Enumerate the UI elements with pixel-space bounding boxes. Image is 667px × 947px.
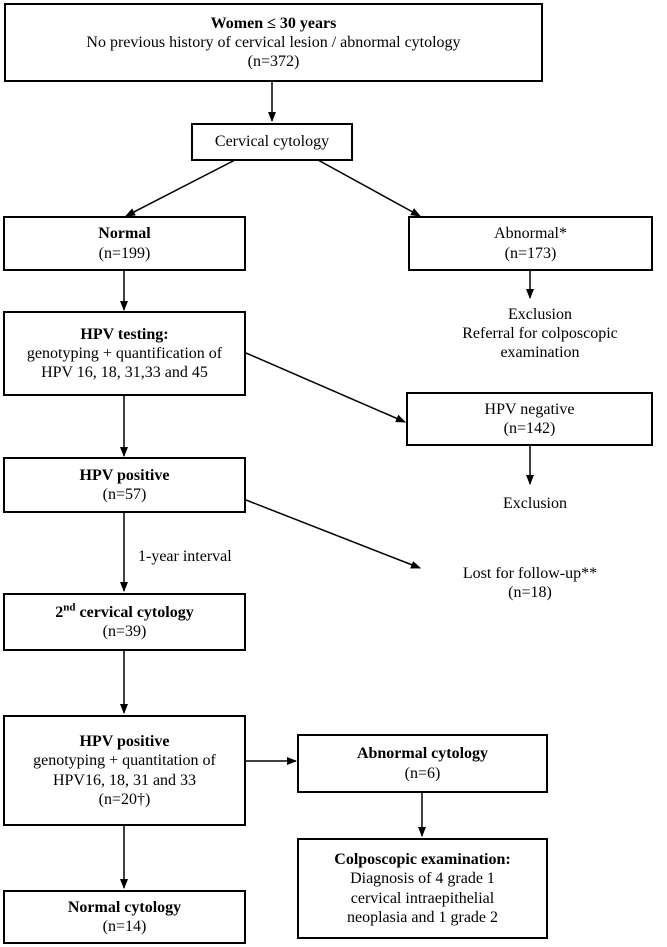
second-cytology-count: (n=39) — [102, 623, 147, 640]
interval-text: 1-year interval — [138, 548, 232, 565]
hpv-positive-title: HPV positive — [79, 466, 170, 484]
examination-label: examination — [500, 344, 580, 362]
hpv-positive2-line1: genotyping + quantitation of — [33, 752, 216, 770]
abnormal-cytology-count: (n=6) — [404, 764, 441, 782]
exclusion-text-2: Exclusion — [475, 494, 595, 513]
normal-cytology-count: (n=14) — [102, 918, 147, 935]
hpv-testing-line2: HPV 16, 18, 31,33 and 45 — [41, 364, 208, 382]
box-hpv-positive-2: HPV positive genotyping + quantitation o… — [3, 715, 246, 826]
abnormal-cytology-title: Abnormal cytology — [356, 745, 489, 763]
hpv-testing-line1: genotyping + quantification of — [26, 344, 223, 362]
interval-label: 1-year interval — [138, 547, 232, 566]
box-abnormal-cytology: Abnormal cytology (n=6) — [297, 734, 548, 793]
hpv-testing-title: HPV testing: — [80, 325, 169, 343]
box-hpv-testing: HPV testing: genotyping + quantification… — [3, 311, 246, 396]
second-cytology-title: 2nd cervical cytology — [55, 601, 194, 621]
box-second-cytology: 2nd cervical cytology (n=39) — [3, 593, 246, 651]
box-cervical-cytology: Cervical cytology — [191, 123, 353, 161]
normal-title: Normal — [98, 225, 151, 243]
hpv-positive2-count: (n=20†) — [98, 790, 151, 808]
colposcopic-line2: cervical intraepithelial — [350, 889, 495, 907]
colposcopic-title: Colposcopic examination: — [334, 851, 511, 869]
arrow-hpvpositive-to-lost — [245, 499, 421, 569]
hpv-positive-count: (n=57) — [102, 486, 147, 503]
box-colposcopic: Colposcopic examination: Diagnosis of 4 … — [297, 838, 548, 939]
box-normal-cytology: Normal cytology (n=14) — [3, 890, 246, 944]
arrow-cytology-to-normal — [125, 159, 236, 217]
women-count: (n=372) — [247, 53, 300, 71]
hpv-negative-count: (n=142) — [503, 420, 556, 437]
normal-cytology-title: Normal cytology — [67, 898, 182, 916]
women-title: Women ≤ 30 years — [210, 14, 337, 32]
colposcopic-line1: Diagnosis of 4 grade 1 — [350, 870, 495, 888]
hpv-negative-label: HPV negative — [484, 400, 575, 418]
lost-count: (n=18) — [508, 584, 552, 602]
referral-label: Referral for colposcopic — [462, 325, 618, 343]
box-normal: Normal (n=199) — [3, 216, 246, 271]
exclusion2-label: Exclusion — [503, 495, 567, 512]
box-abnormal: Abnormal* (n=173) — [408, 216, 653, 271]
colposcopic-line3: neoplasia and 1 grade 2 — [346, 908, 499, 926]
normal-count: (n=199) — [98, 244, 151, 262]
box-women: Women ≤ 30 years No previous history of … — [4, 3, 543, 82]
box-hpv-positive: HPV positive (n=57) — [3, 457, 246, 513]
arrow-cytology-to-abnormal — [317, 159, 421, 217]
abnormal-count: (n=173) — [504, 244, 557, 262]
hpv-positive2-line2: HPV16, 18, 31 and 33 — [52, 771, 197, 789]
cytology-label: Cervical cytology — [214, 133, 330, 151]
abnormal-label: Abnormal* — [494, 225, 567, 243]
women-history: No previous history of cervical lesion /… — [86, 33, 461, 51]
arrow-hpvtesting-to-hpvnegative — [245, 352, 406, 423]
exclusion-label: Exclusion — [508, 306, 572, 323]
box-hpv-negative: HPV negative (n=142) — [406, 392, 653, 446]
lost-label: Lost for follow-up** — [462, 565, 598, 582]
exclusion-referral-text: Exclusion Referral for colposcopic exami… — [462, 305, 617, 363]
lost-follow-up-text: Lost for follow-up** (n=18) — [440, 564, 620, 602]
hpv-positive2-title: HPV positive — [79, 733, 170, 751]
